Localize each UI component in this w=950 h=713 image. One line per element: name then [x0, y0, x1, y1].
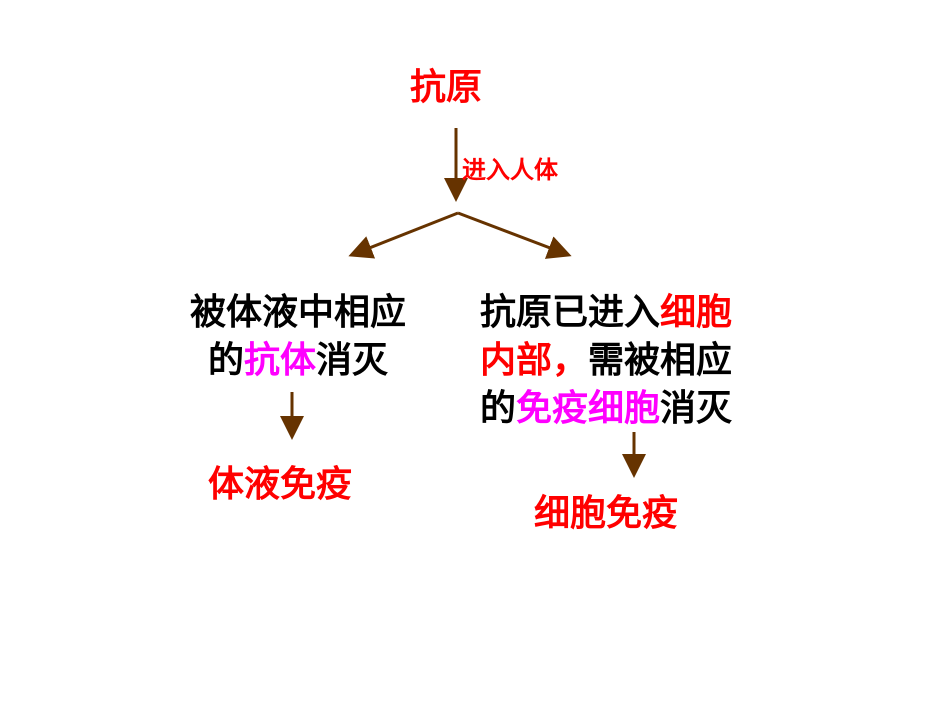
result-humoral-immunity: 体液免疫 [208, 464, 353, 505]
text: 的 [207, 340, 244, 381]
highlight-cell: 细胞 [660, 292, 733, 333]
edge-label-enter-body: 进入人体 [462, 156, 558, 184]
text: 消灭 [316, 340, 389, 381]
highlight-antibody: 抗体 [243, 340, 316, 381]
left-branch-line2: 的抗体消灭 [168, 337, 428, 385]
highlight-interior: 内部， [480, 340, 589, 381]
text: 需被相应 [588, 340, 733, 381]
arrow-branch-left [348, 211, 459, 259]
left-branch-node: 被体液中相应 的抗体消灭 [168, 289, 428, 385]
text: 的 [480, 388, 517, 429]
right-branch-node: 抗原已进入细胞 内部，需被相应 的免疫细胞消灭 [480, 289, 732, 433]
text: 消灭 [660, 388, 733, 429]
result-cellular-immunity: 细胞免疫 [534, 493, 679, 534]
root-node-antigen: 抗原 [410, 67, 483, 108]
arrow-branch-right [457, 211, 572, 259]
text: 抗原已进入 [480, 292, 661, 333]
highlight-immune-cells: 免疫细胞 [516, 388, 661, 429]
right-branch-line1: 抗原已进入细胞 [480, 289, 732, 337]
right-branch-line2: 内部，需被相应 [480, 337, 732, 385]
left-branch-line1: 被体液中相应 [189, 292, 406, 333]
right-branch-line3: 的免疫细胞消灭 [480, 385, 732, 433]
